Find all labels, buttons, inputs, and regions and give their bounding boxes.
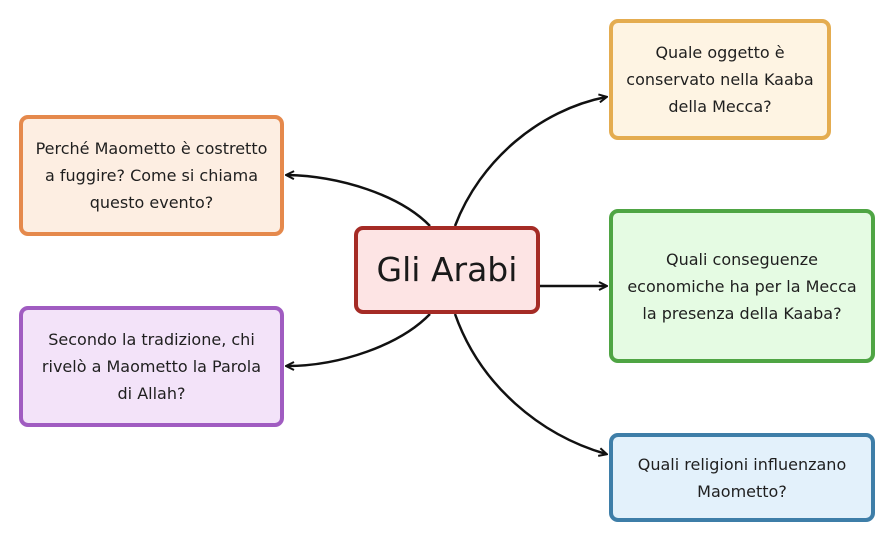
central-topic[interactable]: Gli Arabi bbox=[354, 226, 540, 314]
connector-to-q2 bbox=[287, 313, 431, 366]
question-node-kaaba-object[interactable]: Quale oggetto è conservato nella Kaaba d… bbox=[609, 19, 831, 140]
question-text: Perché Maometto è costretto a fuggire? C… bbox=[35, 139, 268, 212]
question-node-revelation[interactable]: Secondo la tradizione, chi rivelò a Maom… bbox=[19, 306, 284, 427]
central-topic-label: Gli Arabi bbox=[376, 250, 518, 289]
connector-to-q5 bbox=[453, 313, 606, 454]
question-node-religions[interactable]: Quali religioni influenzano Maometto? bbox=[609, 433, 875, 522]
question-node-kaaba-economy[interactable]: Quali conseguenze economiche ha per la M… bbox=[609, 209, 875, 363]
question-node-hijra[interactable]: Perché Maometto è costretto a fuggire? C… bbox=[19, 115, 284, 236]
question-text: Secondo la tradizione, chi rivelò a Maom… bbox=[41, 330, 262, 403]
connector-to-q3 bbox=[453, 97, 606, 227]
connector-to-q1 bbox=[287, 175, 431, 227]
question-text: Quale oggetto è conservato nella Kaaba d… bbox=[626, 43, 814, 116]
question-text: Quali religioni influenzano Maometto? bbox=[637, 454, 847, 501]
question-text: Quali conseguenze economiche ha per la M… bbox=[627, 249, 857, 323]
